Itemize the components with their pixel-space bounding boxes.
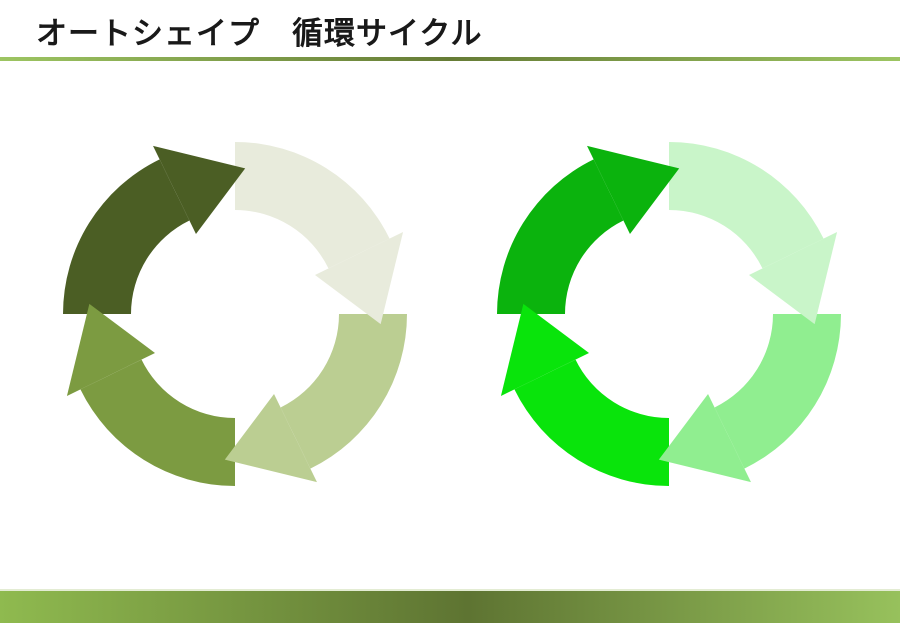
olive-cycle-segment-bottom-right-body (280, 314, 407, 469)
olive-cycle-segment-top-left-head (153, 145, 246, 235)
olive-cycle-segment-bottom-right-head (224, 393, 317, 483)
olive-cycle-segment-top-right-head (314, 232, 404, 325)
olive-cycle-segment-top-right-body (235, 142, 390, 269)
footer-gradient-bar (0, 589, 900, 623)
olive-cycle-segment-top-left-body (63, 159, 190, 314)
green-cycle-segment-bottom-left-head (500, 303, 590, 396)
cycle-diagram-green (497, 142, 841, 486)
green-cycle-segment-top-right-body (669, 142, 824, 269)
green-cycle-segment-top-left-head (587, 145, 680, 235)
cycle-diagram-olive (63, 142, 407, 486)
olive-cycle-segment-bottom-left-body (80, 359, 235, 486)
green-cycle-segment-bottom-right-body (714, 314, 841, 469)
green-cycle-segment-bottom-right-head (658, 393, 751, 483)
title-underline-rule (0, 57, 900, 61)
green-cycle-segment-top-right-head (748, 232, 838, 325)
green-cycle-segment-bottom-left-body (514, 359, 669, 486)
green-cycle-segment-top-left-body (497, 159, 624, 314)
olive-cycle-segment-bottom-left-head (66, 303, 156, 396)
slide-title: オートシェイプ 循環サイクル (36, 16, 483, 51)
